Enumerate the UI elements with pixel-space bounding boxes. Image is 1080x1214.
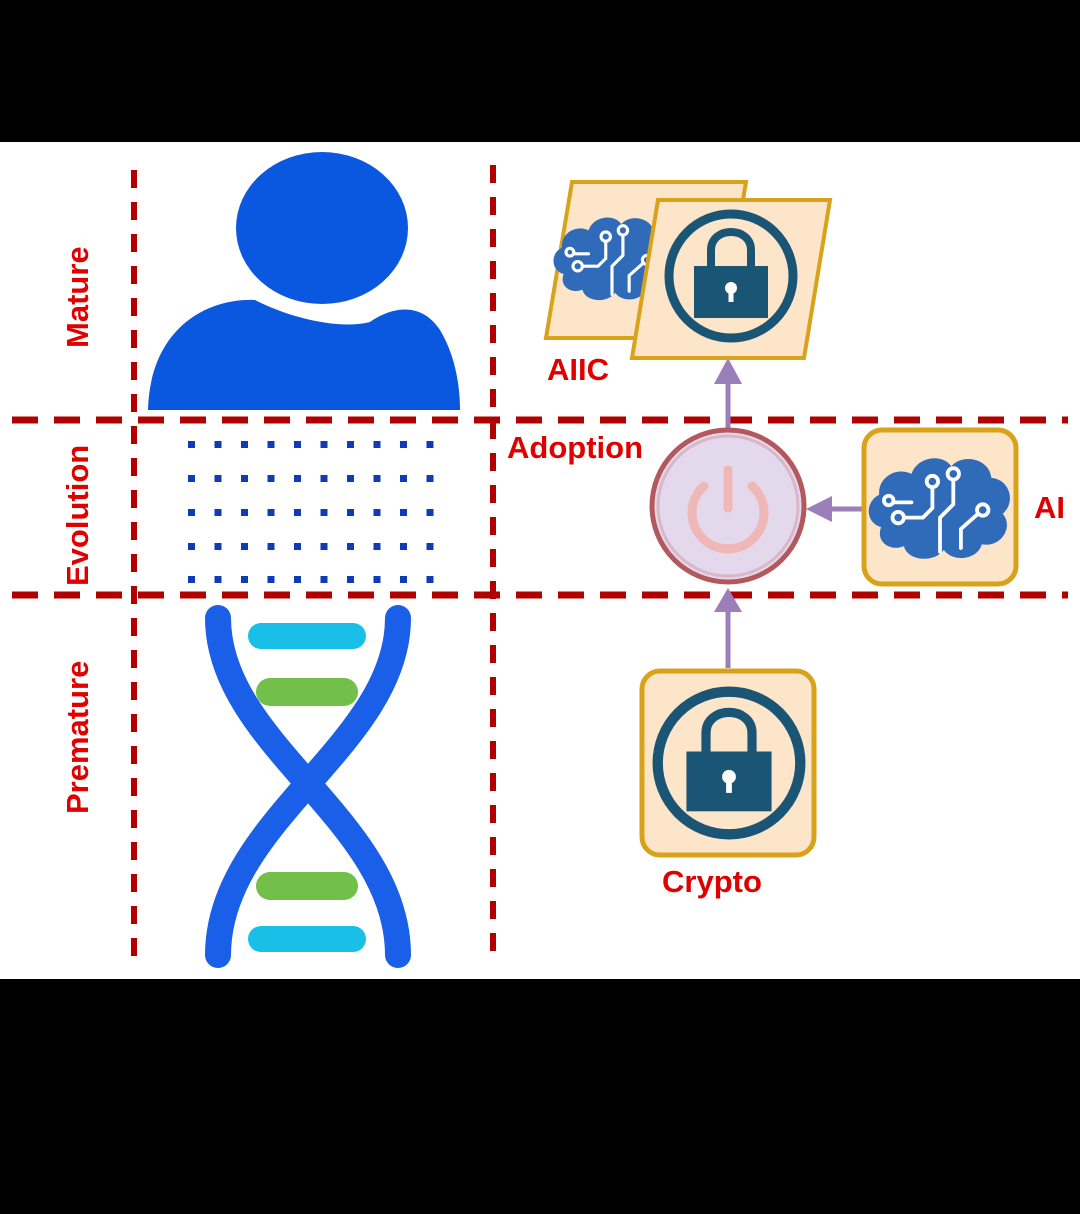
grid-dot	[215, 576, 222, 583]
grid-dot	[241, 509, 248, 516]
grid-dot	[347, 441, 354, 448]
grid-dot	[400, 441, 407, 448]
grid-dot	[268, 475, 275, 482]
grid-dot	[294, 576, 301, 583]
grid-dot	[321, 441, 328, 448]
crypto-card	[642, 671, 814, 855]
grid-dot	[321, 576, 328, 583]
grid-dot	[374, 543, 381, 550]
grid-dot	[294, 543, 301, 550]
grid-dot	[321, 509, 328, 516]
node-label-aiic: AIIC	[547, 352, 609, 388]
grid-dot	[374, 475, 381, 482]
stage-label-evolution: Evolution	[60, 445, 96, 586]
grid-dot	[188, 543, 195, 550]
grid-dot	[400, 543, 407, 550]
grid-dot	[215, 543, 222, 550]
grid-dot	[294, 509, 301, 516]
grid-dot	[321, 543, 328, 550]
grid-dot	[188, 509, 195, 516]
node-label-ai: AI	[1034, 490, 1065, 526]
power-icon	[652, 430, 804, 582]
grid-dot	[241, 441, 248, 448]
grid-dot	[374, 509, 381, 516]
grid-dot	[427, 509, 434, 516]
grid-dot	[215, 441, 222, 448]
grid-dot	[268, 543, 275, 550]
grid-dot	[268, 441, 275, 448]
grid-dot	[188, 475, 195, 482]
grid-dot	[268, 576, 275, 583]
grid-dot	[374, 441, 381, 448]
grid-dot	[268, 509, 275, 516]
grid-dot	[241, 543, 248, 550]
grid-dot	[427, 475, 434, 482]
node-label-crypto: Crypto	[662, 864, 762, 900]
grid-dot	[294, 441, 301, 448]
grid-dot	[241, 576, 248, 583]
stage-label-mature: Mature	[60, 246, 96, 348]
grid-dot	[347, 475, 354, 482]
stage-label-premature: Premature	[60, 661, 96, 814]
grid-dot	[347, 509, 354, 516]
grid-dot	[241, 475, 248, 482]
grid-dot	[215, 475, 222, 482]
grid-dot	[294, 475, 301, 482]
grid-dot	[188, 576, 195, 583]
grid-dot	[188, 441, 195, 448]
grid-dot	[321, 475, 328, 482]
grid-dot	[400, 509, 407, 516]
grid-dot	[400, 576, 407, 583]
grid-dot	[347, 576, 354, 583]
grid-dot	[374, 576, 381, 583]
grid-dot	[347, 543, 354, 550]
grid-dot	[427, 543, 434, 550]
node-label-adoption: Adoption	[507, 430, 643, 466]
grid-dot	[400, 475, 407, 482]
grid-dot	[427, 441, 434, 448]
grid-dot	[215, 509, 222, 516]
ai-card	[864, 430, 1016, 584]
aiic-lock-card	[632, 200, 830, 358]
grid-dot	[427, 576, 434, 583]
